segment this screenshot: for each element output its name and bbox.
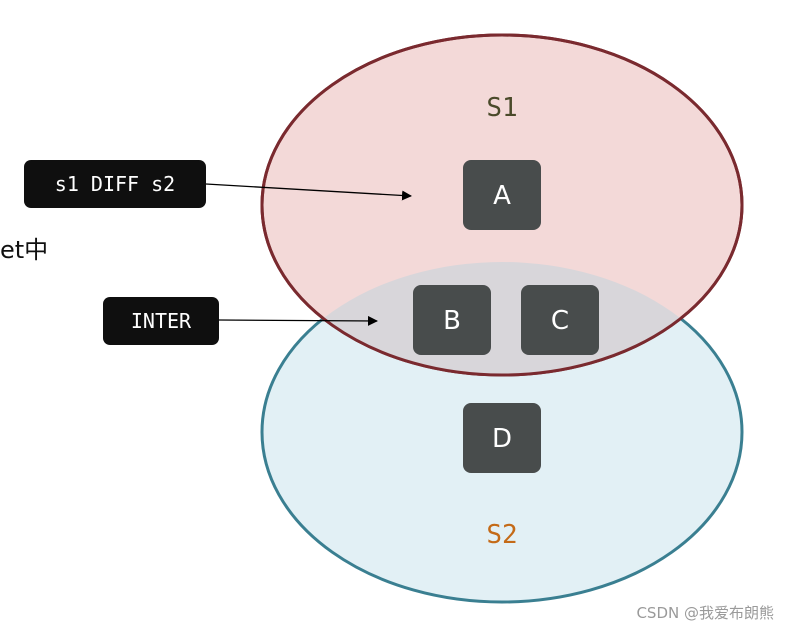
set-s1-outline bbox=[260, 33, 744, 377]
element-a-box bbox=[463, 160, 541, 230]
element-d-box bbox=[463, 403, 541, 473]
element-c-box bbox=[521, 285, 599, 355]
cropped-side-text: et中 bbox=[0, 236, 48, 264]
diff-arrow bbox=[205, 183, 412, 201]
inter-command-box bbox=[103, 297, 219, 345]
element-b-label: B bbox=[443, 306, 461, 336]
inter-arrow bbox=[218, 315, 378, 326]
intersection-region bbox=[262, 262, 742, 375]
set-s1-title: S1 bbox=[486, 93, 517, 123]
diff-command-label: s1 DIFF s2 bbox=[55, 172, 175, 196]
element-c-label: C bbox=[551, 306, 569, 336]
element-b-box bbox=[413, 285, 491, 355]
element-a-label: A bbox=[493, 181, 511, 211]
watermark-text: CSDN @我爱布朗熊 bbox=[636, 604, 774, 622]
set-s2-title: S2 bbox=[486, 520, 517, 550]
inter-command-label: INTER bbox=[131, 309, 192, 333]
diff-command-box bbox=[24, 160, 206, 208]
element-d-label: D bbox=[492, 424, 512, 454]
